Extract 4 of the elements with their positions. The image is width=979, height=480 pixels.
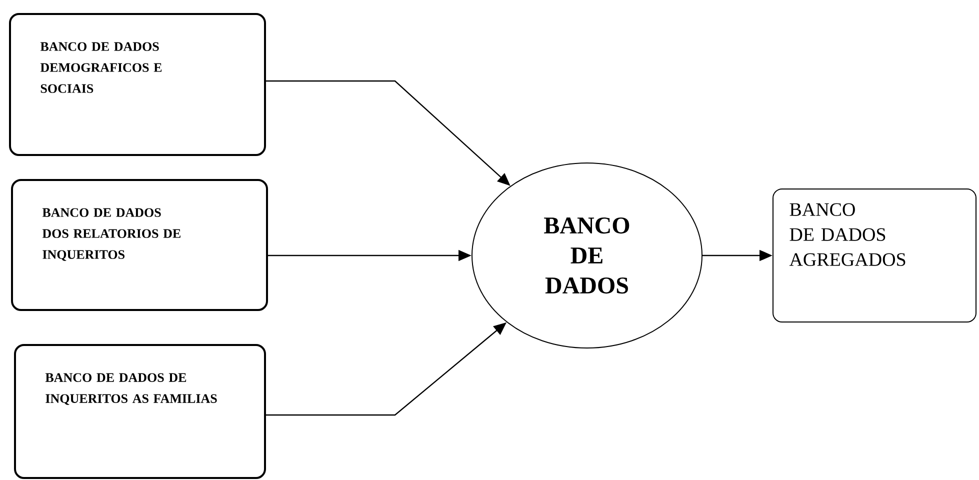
database-box: BANCO DE DADOS DEMOGRAFICOS E SOCIAIS xyxy=(9,13,266,156)
database-box: BANCO DE DADOS AGREGADOS xyxy=(772,188,976,322)
database-box: BANCO DE DADOS DE INQUERITOS AS FAMILIAS xyxy=(14,344,266,479)
database-box: BANCO DE DADOS DOS RELATORIOS DE INQUERITOS xyxy=(11,179,268,311)
